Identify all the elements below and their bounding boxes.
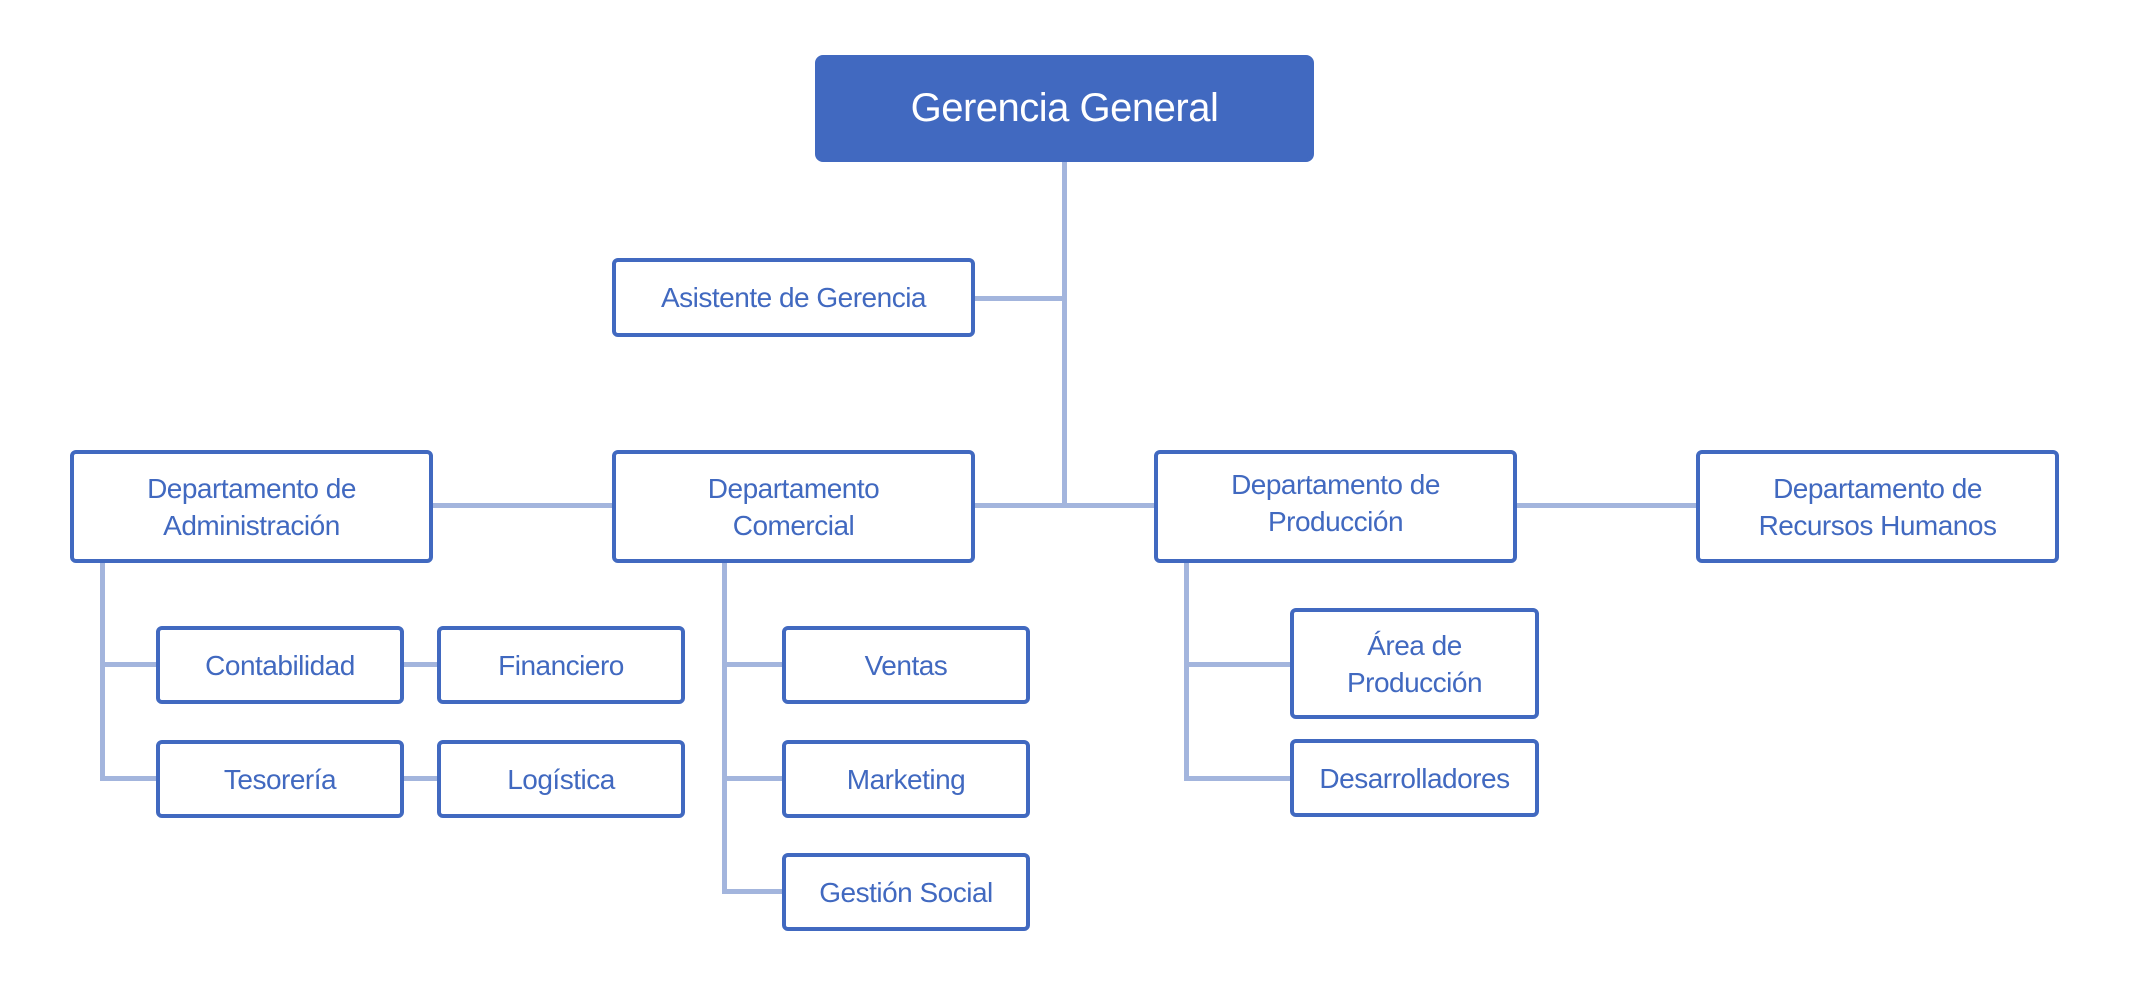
node-label-line1: Departamento de <box>147 472 356 504</box>
connector-contabilidad <box>100 662 158 667</box>
node-label: Asistente de Gerencia <box>661 282 927 313</box>
node-label: Financiero <box>498 649 624 681</box>
connector-tesoreria-logistica <box>401 776 439 781</box>
node-label: Desarrolladores <box>1319 762 1510 794</box>
node-label: Ventas <box>864 649 948 681</box>
node-label: Gerencia General <box>910 86 1219 130</box>
node-departamento-rrhh[interactable]: Departamento de Recursos Humanos <box>1696 450 2059 563</box>
connector-produccion-rrhh <box>1514 503 1698 508</box>
node-contabilidad[interactable]: Contabilidad <box>156 626 404 704</box>
node-label: Marketing <box>846 763 966 795</box>
connector-area-produccion <box>1184 662 1292 667</box>
node-logistica[interactable]: Logística <box>437 740 685 818</box>
node-departamento-comercial[interactable]: Departamento Comercial <box>612 450 975 563</box>
node-label-line2: Comercial <box>732 509 855 541</box>
connector-dept-bus-left <box>972 503 1156 508</box>
connector-admin-comercial <box>430 503 614 508</box>
node-area-produccion[interactable]: Área de Producción <box>1290 608 1539 719</box>
node-label-line2: Producción <box>1267 505 1404 537</box>
node-marketing[interactable]: Marketing <box>782 740 1030 818</box>
node-label-line1: Departamento <box>707 472 880 504</box>
connector-contab-financiero <box>401 662 439 667</box>
node-label-line1: Área de <box>1367 629 1462 661</box>
connector-gestion-social <box>722 889 784 894</box>
node-label-line2: Recursos Humanos <box>1758 509 1997 541</box>
node-ventas[interactable]: Ventas <box>782 626 1030 704</box>
connector-tesoreria <box>100 776 158 781</box>
node-gestion-social[interactable]: Gestión Social <box>782 853 1030 931</box>
node-departamento-produccion[interactable]: Departamento de Producción <box>1154 450 1517 563</box>
node-label: Gestión Social <box>819 876 993 908</box>
connector-desarrolladores <box>1184 776 1292 781</box>
connector-assistant <box>972 296 1064 301</box>
node-asistente-gerencia[interactable]: Asistente de Gerencia <box>612 258 975 337</box>
node-label-line2: Producción <box>1346 666 1483 698</box>
node-financiero[interactable]: Financiero <box>437 626 685 704</box>
connector-admin-trunk <box>100 562 105 780</box>
connector-ventas <box>722 662 784 667</box>
node-label-line1: Departamento de <box>1773 472 1982 504</box>
connector-root-trunk <box>1062 160 1067 508</box>
node-label-line1: Departamento de <box>1231 468 1440 500</box>
connector-comercial-trunk <box>722 562 727 894</box>
node-gerencia-general[interactable]: Gerencia General <box>815 55 1314 162</box>
connector-marketing <box>722 776 784 781</box>
node-label-line2: Administración <box>163 509 340 541</box>
node-label: Logística <box>507 763 615 795</box>
connector-produccion-trunk <box>1184 562 1189 780</box>
node-departamento-administracion[interactable]: Departamento de Administración <box>70 450 433 563</box>
node-tesoreria[interactable]: Tesorería <box>156 740 404 818</box>
node-desarrolladores[interactable]: Desarrolladores <box>1290 739 1539 817</box>
node-label: Tesorería <box>223 763 337 795</box>
node-label: Contabilidad <box>205 649 355 681</box>
